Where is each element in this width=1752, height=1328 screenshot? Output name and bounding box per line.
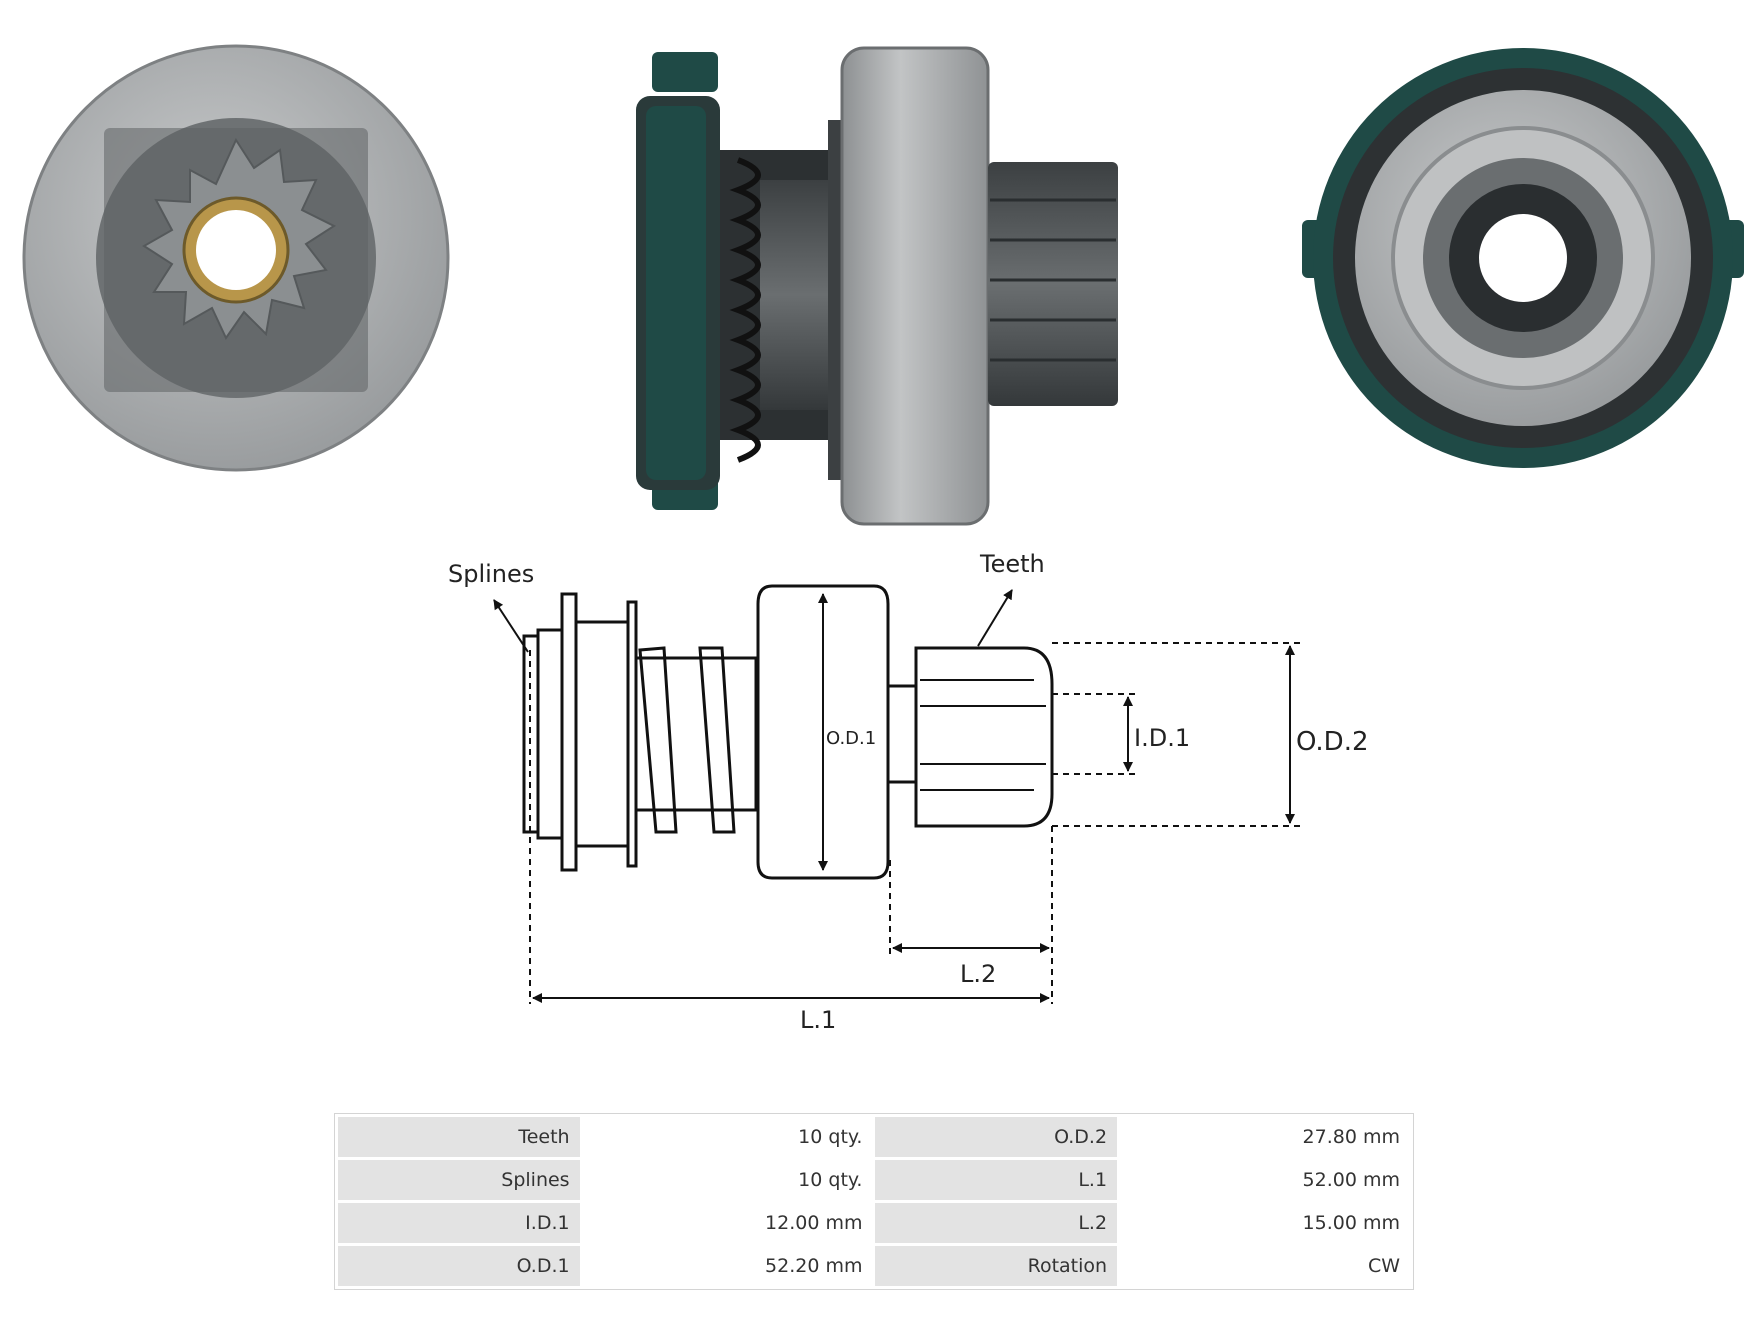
clutch-drum [756,584,890,880]
spec-value: 15.00 mm [1120,1203,1410,1243]
side-view-photo [636,46,1118,526]
table-row: Teeth 10 qty. O.D.2 27.80 mm [338,1117,1410,1157]
splines-leader [493,599,529,653]
table-row: O.D.1 52.20 mm Rotation CW [338,1246,1410,1286]
dimension-lines [493,589,1300,1004]
spec-key: Rotation [875,1246,1118,1286]
rear-view-photo [1302,48,1744,468]
spec-value: 27.80 mm [1120,1117,1410,1157]
spec-key: L.2 [875,1203,1118,1243]
teeth-label: Teeth [979,550,1045,578]
shaft [634,656,758,812]
spring [638,646,736,834]
spec-key: Splines [338,1160,580,1200]
diagram-labels: Splines Teeth O.D.1 O.D.2 I.D.1 L.2 L.1 [448,550,1369,1034]
spec-key: L.1 [875,1160,1118,1200]
specifications-table: Teeth 10 qty. O.D.2 27.80 mm Splines 10 … [334,1113,1414,1290]
front-view-photo [22,44,450,472]
flange-plate [560,592,578,872]
l2-label: L.2 [960,960,996,988]
spline-hub-body [536,628,564,840]
table-row: Splines 10 qty. L.1 52.00 mm [338,1160,1410,1200]
spec-value: 52.20 mm [582,1246,873,1286]
neck [886,684,918,784]
spec-key: O.D.1 [338,1246,580,1286]
spec-key: O.D.2 [875,1117,1118,1157]
technical-drawing [522,584,1054,880]
spec-key: I.D.1 [338,1203,580,1243]
pinion-teeth-lines [920,679,1046,791]
spec-value: 52.00 mm [1120,1160,1410,1200]
spec-value: 12.00 mm [582,1203,873,1243]
od2-label: O.D.2 [1296,727,1369,757]
spec-value: 10 qty. [582,1117,873,1157]
teeth-leader [977,589,1013,647]
pinion [914,646,1054,828]
l1-label: L.1 [800,1006,836,1034]
spec-value: 10 qty. [582,1160,873,1200]
spec-key: Teeth [338,1117,580,1157]
spec-value: CW [1120,1246,1410,1286]
splines-label: Splines [448,560,534,588]
od1-label: O.D.1 [826,728,876,749]
collar [574,620,630,848]
table-row: I.D.1 12.00 mm L.2 15.00 mm [338,1203,1410,1243]
id1-label: I.D.1 [1134,724,1190,752]
